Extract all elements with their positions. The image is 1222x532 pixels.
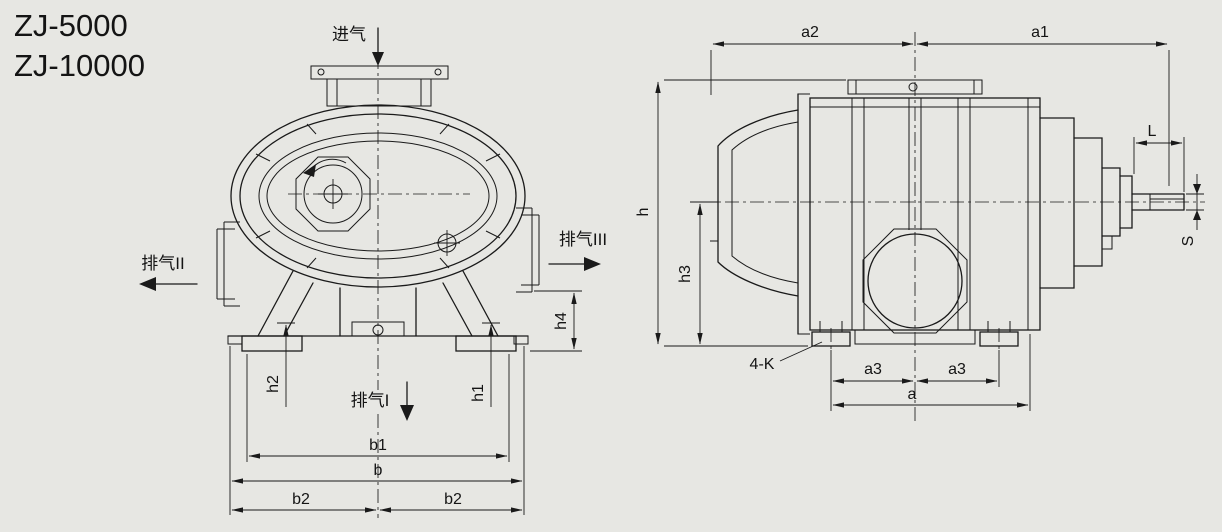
- dim-h3: h3: [677, 201, 718, 345]
- inlet-label: 进气: [332, 25, 366, 44]
- dim-b2-pair: b2 b2: [231, 491, 523, 513]
- dim-a2-a1: a2 a1: [710, 24, 1170, 186]
- dim-b: b: [229, 346, 525, 515]
- dim-b1: b1: [246, 354, 510, 462]
- dim-h1-label: h1: [470, 384, 487, 402]
- top-flange: [310, 65, 449, 107]
- model-name-1: ZJ-5000: [14, 8, 128, 43]
- dim-S-label: S: [1180, 236, 1197, 247]
- callout-4K-label: 4-K: [750, 356, 775, 373]
- model-name-2: ZJ-10000: [14, 48, 145, 83]
- dim-h-label: h: [635, 208, 652, 217]
- right-exhaust-flange: [516, 207, 540, 293]
- flange-bolt-ticks: [255, 123, 501, 269]
- title-block: ZJ-5000 ZJ-10000: [14, 8, 145, 83]
- exhaust-2-arrow-icon: [139, 277, 156, 291]
- dim-h4: h4: [530, 290, 582, 352]
- callout-4K: 4-K: [750, 341, 823, 373]
- exhaust-3-label: 排气III: [559, 230, 607, 249]
- dim-a: a: [830, 334, 1031, 411]
- side-casing: [809, 97, 1041, 331]
- dim-b2-left-label: b2: [292, 491, 310, 508]
- bell-end-cover: [710, 93, 810, 335]
- exhaust-1-port: 排气I: [351, 381, 414, 421]
- exhaust-2-port: 排气II: [139, 254, 198, 291]
- dim-L: L: [1133, 123, 1185, 192]
- dim-h3-label: h3: [677, 265, 694, 283]
- exhaust-2-label: 排气II: [141, 254, 184, 273]
- pump-casing: [230, 104, 526, 288]
- exhaust-3-arrow-icon: [584, 257, 601, 271]
- dim-a3-pair: a3 a3: [830, 350, 1000, 387]
- dim-a3-right-label: a3: [948, 361, 966, 378]
- dim-h1: h1: [470, 322, 500, 407]
- left-exhaust-flange: [216, 221, 240, 307]
- side-feet: [811, 321, 1019, 350]
- dim-h2: h2: [265, 322, 295, 407]
- rotation-arrow-icon: [303, 164, 316, 177]
- dim-L-label: L: [1148, 123, 1157, 140]
- dim-a3-left-label: a3: [864, 361, 882, 378]
- dim-a2-label: a2: [801, 24, 819, 41]
- dim-b-label: b: [374, 462, 383, 479]
- drive-shaft: [1131, 193, 1185, 211]
- inlet-port: 进气: [332, 25, 384, 66]
- dim-a-label: a: [908, 386, 917, 403]
- dim-h4-label: h4: [553, 312, 570, 330]
- front-view: 进气: [139, 25, 607, 518]
- dim-S: S: [1180, 174, 1204, 246]
- side-centerlines: [700, 32, 1205, 425]
- side-top-flange: [847, 79, 983, 95]
- exhaust-1-arrow-icon: [400, 405, 414, 421]
- dim-h2-label: h2: [265, 375, 282, 393]
- exhaust-1-label: 排气I: [351, 391, 390, 410]
- sight-plug: [434, 230, 460, 256]
- shaft-hub: [295, 156, 371, 232]
- dim-a1-label: a1: [1031, 24, 1049, 41]
- gear-end: [1039, 117, 1133, 289]
- exhaust-3-port: 排气III: [548, 230, 607, 271]
- dim-b1-label: b1: [369, 437, 387, 454]
- dim-h: h: [635, 79, 846, 347]
- bottom-port: [854, 228, 976, 345]
- inlet-arrow-icon: [372, 52, 384, 66]
- dim-b2-right-label: b2: [444, 491, 462, 508]
- side-view: a2 a1 h h3 L S: [635, 24, 1205, 425]
